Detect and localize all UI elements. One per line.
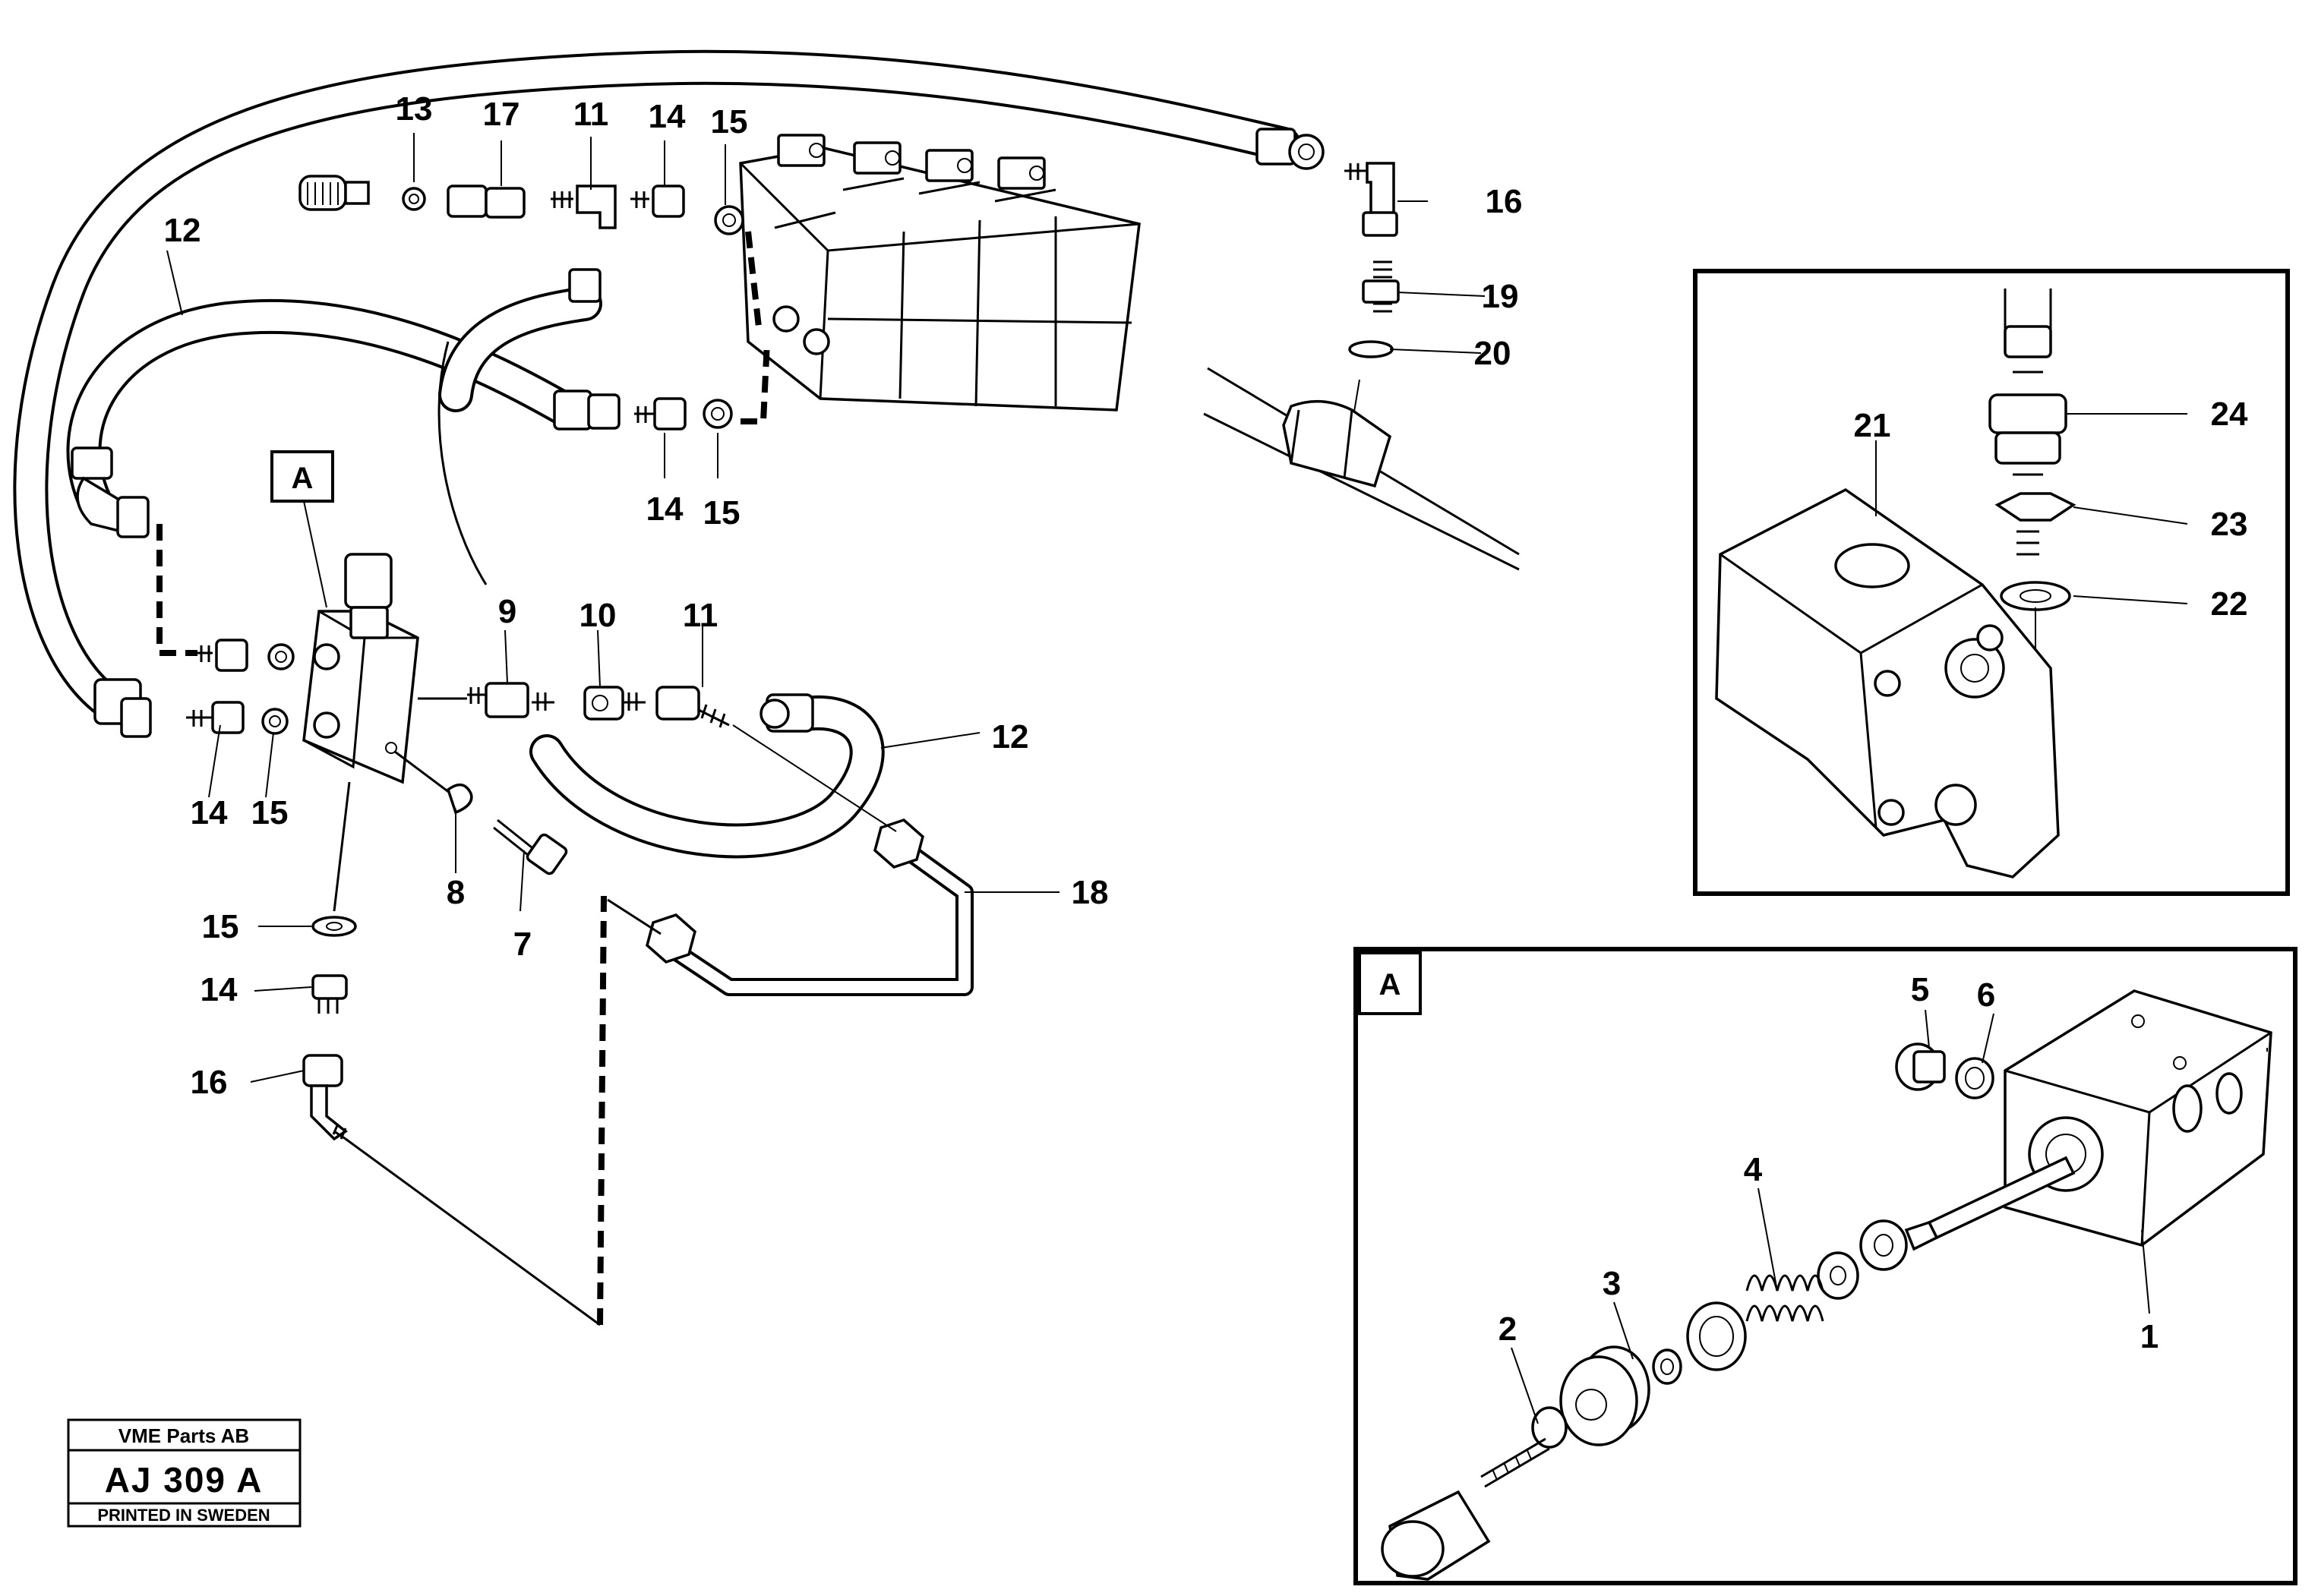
label-9: 9 bbox=[498, 593, 516, 630]
left-fittings bbox=[156, 524, 295, 735]
label-19: 19 bbox=[1482, 278, 1519, 315]
label-12-top: 12 bbox=[164, 212, 201, 249]
label-16-low: 16 bbox=[191, 1064, 228, 1101]
label-15-low: 15 bbox=[202, 908, 239, 945]
bolt-and-washer bbox=[394, 750, 568, 875]
control-valve-bank bbox=[739, 134, 1141, 412]
tube-with-clamp bbox=[1203, 367, 1520, 571]
label-6: 6 bbox=[1977, 976, 1995, 1014]
label-1: 1 bbox=[2140, 1318, 2159, 1355]
label-4: 4 bbox=[1744, 1151, 1763, 1188]
valve-block-a bbox=[302, 553, 419, 784]
hose-long bbox=[13, 49, 1325, 738]
label-23: 23 bbox=[2211, 506, 2248, 543]
label-17: 17 bbox=[483, 96, 520, 133]
top-fitting-row bbox=[298, 175, 763, 335]
label-15-left: 15 bbox=[251, 794, 289, 831]
elbow-16-stack bbox=[1344, 162, 1400, 426]
label-8: 8 bbox=[447, 874, 465, 911]
label-16-top: 16 bbox=[1486, 183, 1523, 220]
callout-a-main: A bbox=[270, 450, 334, 503]
callout-a-detail-letter: A bbox=[1379, 968, 1401, 1001]
label-7: 7 bbox=[513, 926, 532, 963]
mid-fitting-row bbox=[634, 341, 770, 431]
label-14-mid: 14 bbox=[646, 490, 684, 528]
hose-tee-down bbox=[437, 268, 602, 585]
label-14-top: 14 bbox=[649, 98, 686, 135]
callout-a-main-letter: A bbox=[292, 462, 314, 495]
label-12-right: 12 bbox=[992, 718, 1029, 755]
label-20: 20 bbox=[1474, 335, 1511, 372]
detail-box-a bbox=[1353, 947, 2297, 1585]
label-10: 10 bbox=[580, 597, 617, 634]
label-5: 5 bbox=[1911, 971, 1929, 1008]
leader-lines bbox=[166, 133, 2268, 1424]
part-labels: 13 17 11 14 15 16 19 20 12 14 15 9 10 11… bbox=[164, 90, 2248, 1355]
label-14-low: 14 bbox=[201, 971, 238, 1008]
label-24: 24 bbox=[2211, 396, 2248, 433]
stamp: VME Parts AB AJ 309 A PRINTED IN SWEDEN bbox=[67, 1418, 302, 1528]
label-11-mid: 11 bbox=[683, 597, 718, 634]
label-18: 18 bbox=[1072, 874, 1109, 911]
pipe-18 bbox=[607, 819, 974, 996]
label-15-mid: 15 bbox=[703, 494, 741, 531]
label-13: 13 bbox=[396, 90, 433, 128]
label-14-left: 14 bbox=[191, 794, 228, 831]
stamp-code: AJ 309 A bbox=[105, 1460, 264, 1500]
detail-box-pump bbox=[1693, 269, 2290, 896]
lower-stack bbox=[302, 781, 607, 1326]
label-22: 22 bbox=[2211, 585, 2248, 623]
stamp-company: VME Parts AB bbox=[118, 1424, 249, 1447]
hose-bottom bbox=[529, 693, 885, 859]
right-fittings bbox=[418, 682, 730, 728]
label-21: 21 bbox=[1854, 407, 1891, 444]
label-11-top: 11 bbox=[573, 96, 609, 133]
hose-mid bbox=[66, 298, 621, 538]
stamp-printed: PRINTED IN SWEDEN bbox=[97, 1506, 270, 1525]
label-3: 3 bbox=[1603, 1265, 1621, 1302]
label-2: 2 bbox=[1498, 1311, 1517, 1348]
label-15-top: 15 bbox=[711, 103, 748, 140]
